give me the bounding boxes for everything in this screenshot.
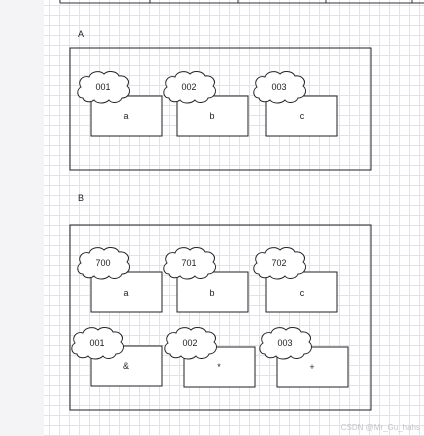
item-a2[interactable]: b 002 — [163, 71, 249, 137]
cloud-shape — [253, 247, 306, 280]
value-label: a — [123, 288, 128, 298]
item-b6[interactable]: + 003 — [259, 327, 349, 388]
cloud-shape — [259, 327, 312, 360]
value-label: a — [123, 111, 128, 121]
item-b4[interactable]: & 001 — [71, 327, 163, 387]
id-label: 003 — [277, 338, 292, 348]
cloud-shape — [71, 327, 124, 360]
section-a-frame — [69, 47, 372, 171]
id-label: 001 — [95, 82, 110, 92]
value-label: & — [123, 361, 129, 371]
watermark: CSDN @Mr_Gu_hahs — [340, 423, 420, 432]
cloud-shape — [253, 71, 306, 104]
cloud-shape — [163, 71, 216, 104]
cloud-shape — [77, 247, 130, 280]
section-b-title: B — [78, 193, 84, 203]
id-label: 702 — [271, 258, 286, 268]
item-b5[interactable]: * 002 — [164, 327, 256, 388]
cloud-shape — [163, 247, 216, 280]
id-label: 003 — [271, 82, 286, 92]
value-label: b — [209, 288, 214, 298]
section-a-title: A — [78, 29, 84, 39]
top-table-fragment — [59, 0, 424, 4]
section-b-frame — [69, 224, 372, 411]
item-b2[interactable]: b 701 — [163, 247, 249, 313]
value-label: + — [309, 362, 314, 372]
id-label: 002 — [182, 338, 197, 348]
cloud-shape — [164, 327, 217, 360]
id-label: 002 — [181, 82, 196, 92]
id-label: 001 — [89, 338, 104, 348]
cloud-shape — [77, 71, 130, 104]
item-b3[interactable]: c 702 — [253, 247, 338, 313]
item-a1[interactable]: a 001 — [77, 71, 163, 137]
id-label: 700 — [95, 258, 110, 268]
value-label: c — [300, 111, 305, 121]
item-a3[interactable]: c 003 — [253, 71, 338, 137]
value-label: c — [300, 288, 305, 298]
value-label: * — [217, 362, 221, 372]
id-label: 701 — [181, 258, 196, 268]
value-box — [90, 271, 163, 313]
item-b1[interactable]: a 700 — [77, 247, 163, 313]
value-label: b — [209, 111, 214, 121]
